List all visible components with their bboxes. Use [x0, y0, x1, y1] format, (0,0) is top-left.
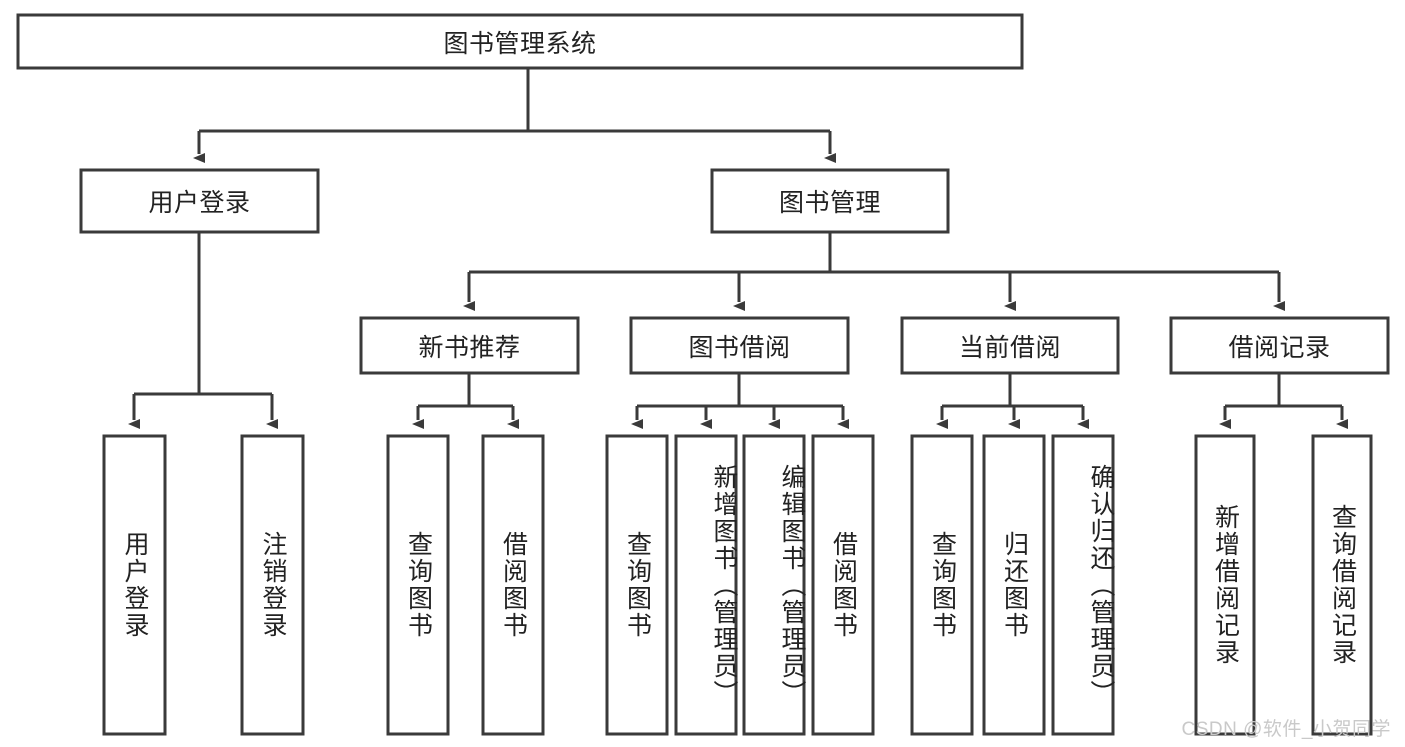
- node-box-leaf-query-book-borrow[interactable]: [605, 434, 669, 736]
- node-box-root[interactable]: [16, 13, 1024, 70]
- node-box-leaf-borrow-book[interactable]: [811, 434, 875, 736]
- node-box-leaf-return-book[interactable]: [982, 434, 1046, 736]
- node-box-leaf-edit-book[interactable]: [742, 434, 806, 736]
- node-box-leaf-user-login[interactable]: [102, 434, 167, 736]
- node-box-leaf-query-record[interactable]: [1311, 434, 1373, 736]
- node-box-book-manage[interactable]: [710, 168, 950, 234]
- node-box-leaf-confirm-return[interactable]: [1051, 434, 1115, 736]
- node-box-leaf-borrow-book-rec[interactable]: [481, 434, 545, 736]
- node-box-leaf-query-book-rec[interactable]: [386, 434, 450, 736]
- node-box-new-book-recommend[interactable]: [359, 316, 580, 375]
- node-box-leaf-logout[interactable]: [240, 434, 305, 736]
- node-box-leaf-add-record[interactable]: [1194, 434, 1256, 736]
- node-box-book-borrow[interactable]: [629, 316, 850, 375]
- node-box-borrow-record[interactable]: [1169, 316, 1390, 375]
- node-box-leaf-add-book[interactable]: [674, 434, 738, 736]
- node-box-user-login[interactable]: [79, 168, 320, 234]
- node-box-current-borrow[interactable]: [900, 316, 1120, 375]
- watermark-text: CSDN @软件_小贺同学: [1181, 719, 1391, 740]
- node-box-leaf-query-book-current[interactable]: [910, 434, 974, 736]
